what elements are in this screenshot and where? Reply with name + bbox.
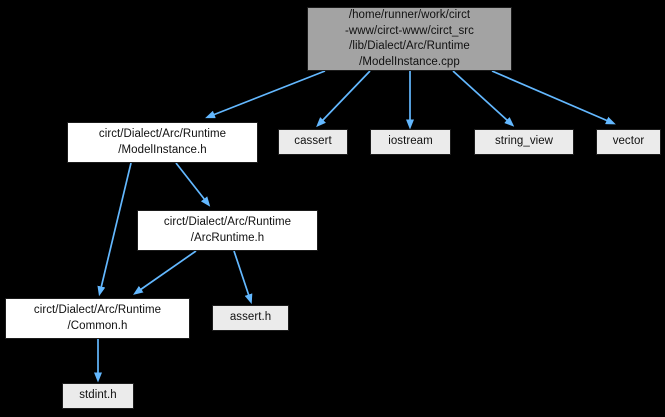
graph-edge-root-to-cassert [316, 70, 371, 128]
graph-node-cassert[interactable]: cassert [278, 129, 348, 155]
graph-node-label: stdint.h [79, 389, 117, 402]
graph-node-root[interactable]: /home/runner/work/circt -www/circt-www/c… [307, 7, 512, 71]
graph-edge-root-to-vector [491, 70, 616, 125]
graph-node-assert_h[interactable]: assert.h [212, 305, 289, 331]
graph-edge-arcruntime_h-to-assert_h [233, 250, 253, 305]
graph-node-label: cassert [294, 135, 332, 148]
graph-node-iostream[interactable]: iostream [370, 129, 451, 155]
graph-node-vector[interactable]: vector [596, 129, 661, 155]
graph-node-common_h[interactable]: circt/Dialect/Arc/Runtime /Common.h [5, 298, 190, 339]
graph-node-label: circt/Dialect/Arc/Runtime /ArcRuntime.h [163, 216, 292, 244]
graph-edge-modelinstance_h-to-arcruntime_h [175, 162, 211, 207]
graph-node-label: circt/Dialect/Arc/Runtime /Common.h [33, 304, 162, 332]
graph-node-string_view[interactable]: string_view [474, 129, 574, 155]
graph-node-label: assert.h [229, 311, 272, 324]
graph-node-label: vector [612, 135, 645, 148]
graph-node-label: string_view [494, 135, 554, 148]
graph-node-label: /home/runner/work/circt -www/circt-www/c… [345, 9, 474, 68]
graph-edge-root-to-string_view [452, 70, 515, 127]
graph-node-arcruntime_h[interactable]: circt/Dialect/Arc/Runtime /ArcRuntime.h [137, 210, 318, 251]
graph-node-modelinstance_h[interactable]: circt/Dialect/Arc/Runtime /ModelInstance… [67, 122, 258, 163]
graph-edge-root-to-modelinstance_h [205, 70, 326, 119]
graph-node-stdint_h[interactable]: stdint.h [62, 383, 134, 409]
graph-node-label: circt/Dialect/Arc/Runtime /ModelInstance… [98, 128, 227, 156]
graph-node-label: iostream [388, 135, 433, 148]
graph-edge-arcruntime_h-to-common_h [133, 250, 197, 295]
graph-edge-modelinstance_h-to-common_h [97, 162, 132, 297]
